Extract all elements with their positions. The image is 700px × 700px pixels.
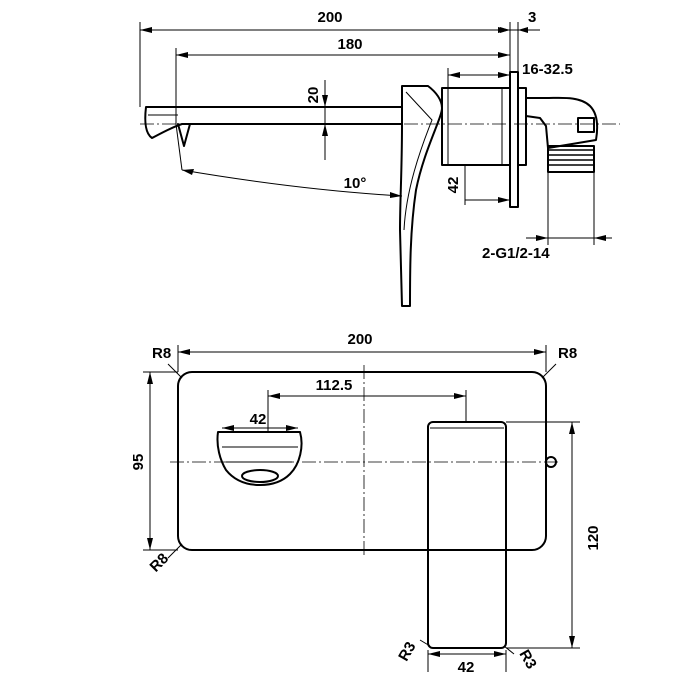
dim-body-width: 42	[445, 177, 462, 194]
side-aerator	[177, 123, 191, 147]
dim-plate-width: 200	[347, 331, 372, 348]
leader-line	[167, 363, 183, 379]
arrow	[322, 95, 328, 107]
dim-arc-angle	[181, 169, 403, 197]
arrow	[322, 124, 328, 136]
front-aerator	[241, 469, 279, 483]
dim-connection: 2-G1/2-14	[482, 245, 550, 262]
arrow	[536, 235, 548, 241]
side-flange	[517, 87, 527, 166]
side-thread	[547, 145, 595, 173]
arrow	[594, 235, 606, 241]
dim-radius-top-right: R8	[558, 345, 577, 362]
dim-lever-width: 42	[458, 659, 475, 676]
arrow	[534, 349, 546, 355]
leader-line	[167, 543, 183, 559]
arrow	[268, 393, 280, 399]
dim-outlet-width: 42	[250, 411, 267, 428]
arrow	[494, 651, 506, 657]
front-plate	[177, 371, 547, 551]
arrow	[286, 425, 298, 431]
dim-lever-radius-right: R3	[516, 647, 540, 672]
arrow	[498, 197, 510, 203]
arrow	[222, 425, 234, 431]
dim-lever-radius-left: R3	[395, 639, 419, 664]
arrow	[182, 169, 194, 175]
dim-spout-offset: 112.5	[316, 377, 353, 394]
leader-line	[541, 363, 557, 379]
arrow	[569, 636, 575, 648]
leader-line	[419, 639, 431, 647]
side-wall-plate	[509, 71, 519, 208]
front-spout-outlet	[216, 431, 303, 486]
arrow	[500, 27, 510, 33]
side-lever	[399, 85, 443, 307]
arrow	[498, 72, 510, 78]
dim-spout-angle: 10°	[344, 175, 367, 192]
arrow	[176, 52, 188, 58]
arrow	[518, 27, 528, 33]
arrow	[147, 372, 153, 384]
dim-overall-length: 200	[317, 9, 342, 26]
dim-radius-top-left: R8	[152, 345, 171, 362]
dim-spout-length: 180	[337, 36, 362, 53]
arrow	[147, 538, 153, 550]
arrow	[498, 52, 510, 58]
side-lever-edge	[403, 91, 433, 231]
dim-plate-height: 95	[130, 454, 147, 471]
arrow	[448, 72, 460, 78]
front-lever	[427, 421, 507, 649]
arrow	[569, 422, 575, 434]
leader-line	[503, 645, 515, 655]
arrow	[428, 651, 440, 657]
front-view: 200 R8 R8 R8 95 112.5 42 120	[130, 331, 602, 676]
arrow	[178, 349, 190, 355]
side-view: 200 3 180 20 16-32.5 42 1	[139, 9, 620, 307]
dim-spout-height: 20	[305, 87, 322, 104]
arrow	[454, 393, 466, 399]
dim-wall-range: 16-32.5	[522, 61, 573, 78]
dim-lever-height: 120	[585, 525, 602, 550]
front-screw	[545, 456, 557, 468]
side-elbow-cap	[577, 117, 595, 133]
arrow	[140, 27, 152, 33]
side-spout	[144, 106, 403, 139]
arrow	[390, 192, 402, 198]
side-elbow	[525, 96, 599, 149]
dim-plate-thickness: 3	[528, 9, 536, 26]
dim-radius-bottom-left: R8	[147, 550, 173, 576]
side-body-housing	[441, 87, 511, 166]
ext-line	[175, 123, 183, 171]
